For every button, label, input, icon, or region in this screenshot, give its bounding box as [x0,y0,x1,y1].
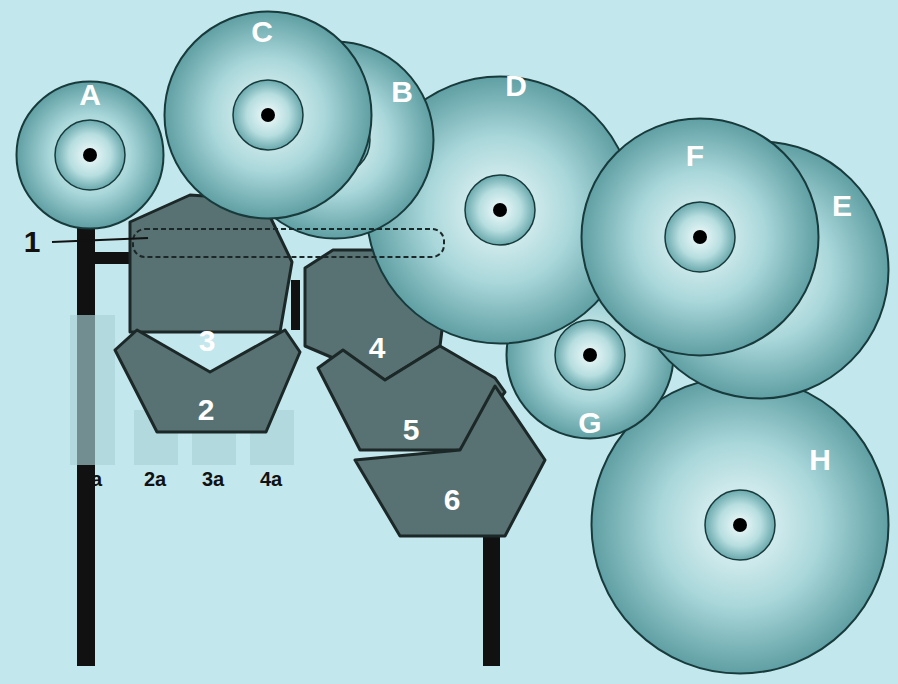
callout-number: 5 [403,415,420,445]
cymbal-letter: E [832,191,852,221]
cymbal-body [165,12,372,219]
callout-number: 3a [202,469,224,489]
cymbal-letter: C [251,17,273,47]
drum-shell [355,386,545,536]
callout-number: 6 [444,485,461,515]
cymbal-bell [555,320,625,390]
callout-number: 1a [80,469,102,489]
leader-line [52,238,148,242]
cymbal-hole [583,348,597,362]
floor-tom: 6 [355,386,545,536]
cymbal-hole [83,148,97,162]
cymbal-bell [55,120,125,190]
cymbal-body [582,119,819,356]
cymbal-stand [483,520,500,666]
pedal: 1a [70,315,115,465]
callout-number: 4a [260,469,282,489]
callout-number: 3 [199,326,216,356]
cymbal-letter: A [79,80,101,110]
tom-mount [291,280,300,330]
cymbal-letter: D [505,71,527,101]
cymbal-hole [733,518,747,532]
callout-number: 2 [198,395,215,425]
rack-tom-shape [132,228,445,258]
cymbal-bell [665,202,735,272]
cymbal-bell [705,490,775,560]
callout-number: 2a [144,469,166,489]
rack-tom-outline [133,229,444,257]
cymbal-hole [693,230,707,244]
cymbal-letter: H [809,445,831,475]
pedal-plate [70,315,115,465]
callout-number: 1 [24,227,41,257]
cymbal-hole [493,203,507,217]
drum-shell [115,330,300,432]
cymbal: C [163,10,373,220]
cymbal: A [15,80,165,230]
cymbal-hole [261,108,275,122]
cymbal-letter: F [686,141,704,171]
cymbal-letter: G [578,408,601,438]
callout-number: 4 [369,333,386,363]
cymbal-bell [465,175,535,245]
cymbal: F [580,117,820,357]
cymbal-letter: B [391,77,413,107]
pedal-shape [70,315,115,465]
rack-tom: 1 [132,228,445,258]
cymbal-bell [233,80,303,150]
